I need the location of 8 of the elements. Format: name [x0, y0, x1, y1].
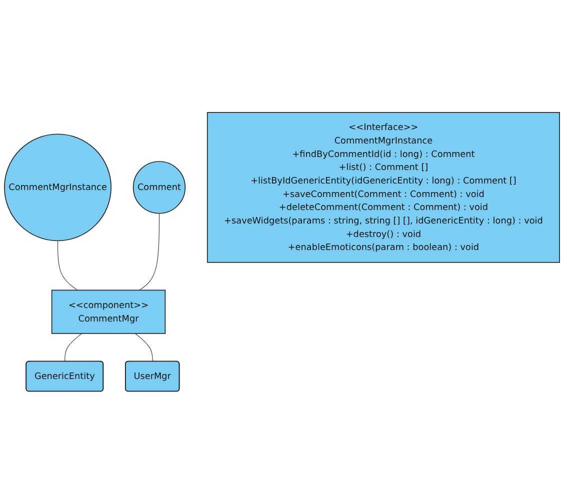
connector [57, 240, 78, 291]
connector [134, 333, 153, 362]
connector [64, 333, 82, 362]
node-circle: CommentMgrInstance [4, 134, 112, 242]
connector [139, 213, 160, 291]
node-box: <<component>> CommentMgr [51, 290, 166, 334]
node-box: <<Interface>> CommentMgrInstance +findByCommentId(id : long) : Comment +list() : Comment [] +listByIdGenericEntity(idGenericEntity : long) : Comment [] +saveComment(Comment : Comment) : void +deleteComment(Comment : Comment) : void +saveWidgets(params : string, string [] [], idGenericEntity : long) : void +destroy() : void +enableEmoticons(param : boolean) : void [206, 112, 560, 263]
node-circle: Comment [132, 161, 186, 214]
